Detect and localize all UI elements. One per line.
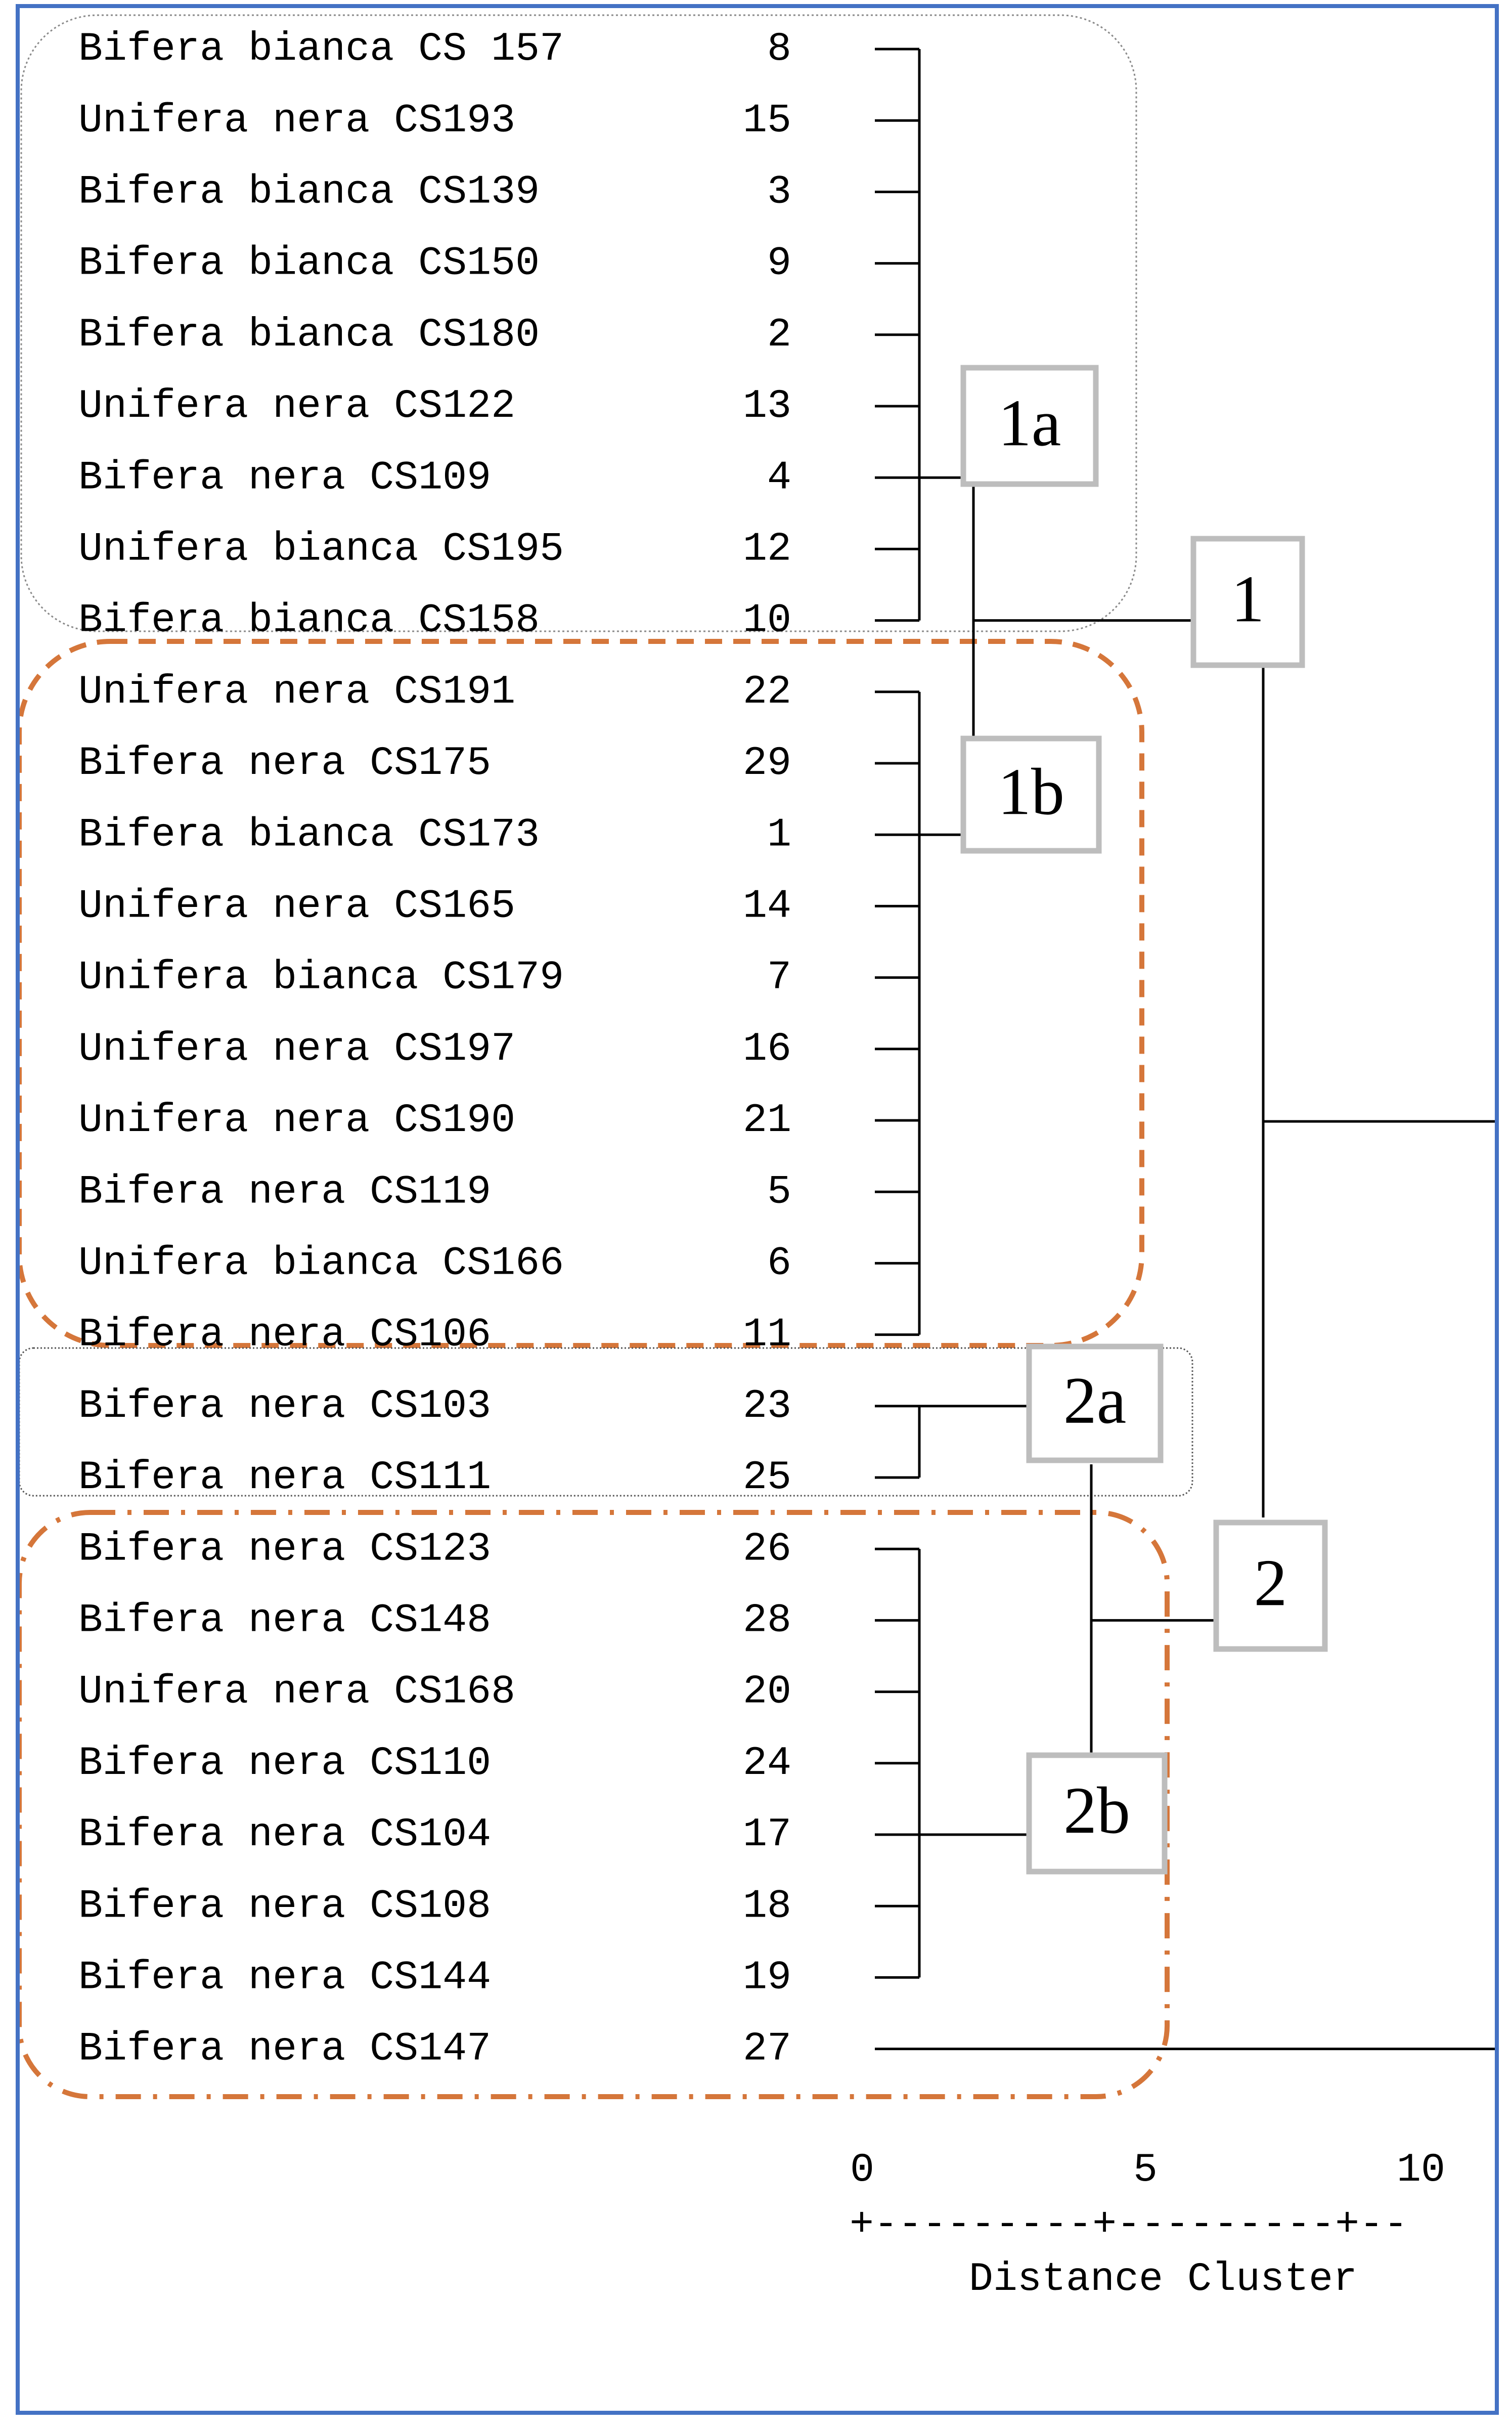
axis-scale-line: +---------+---------+--: [850, 2202, 1408, 2248]
cluster-label-c1a: 1a: [998, 385, 1061, 460]
cluster-label-box-c1b: [960, 735, 1102, 854]
leaf-label: Bifera bianca CS180: [78, 312, 540, 358]
figure-frame: [16, 4, 1499, 2415]
leaf-label: Bifera nera CS104: [78, 1812, 491, 1858]
leaf-label: Bifera bianca CS 157: [78, 26, 564, 72]
leaf-label: Unifera nera CS193: [78, 98, 515, 144]
leaf-label: Bifera nera CS123: [78, 1526, 491, 1572]
leaf-id: 1: [767, 812, 791, 858]
leaf-label: Bifera bianca CS158: [78, 598, 540, 644]
cluster-label-box-c2: [1213, 1520, 1328, 1652]
axis-tick-label: 0: [850, 2147, 874, 2193]
leaf-id: 5: [767, 1169, 791, 1215]
leaf-id: 24: [743, 1741, 791, 1787]
leaf-id: 4: [767, 455, 791, 501]
cluster-label-c2a: 2a: [1063, 1363, 1127, 1438]
cluster-labels: 1a 1b 1 2a 2b 2: [960, 365, 1328, 1875]
leaf-label: Bifera nera CS108: [78, 1883, 491, 1929]
leaf-id: 11: [743, 1312, 791, 1358]
leaf-label: Bifera bianca CS173: [78, 812, 540, 858]
leaf-id: 18: [743, 1883, 791, 1929]
leaf-id: 3: [767, 169, 791, 215]
cluster-label-c1: 1: [1231, 561, 1265, 636]
leaf-label: Bifera nera CS103: [78, 1383, 491, 1429]
cluster-label-c1b: 1b: [998, 754, 1064, 829]
leaf-id: 19: [743, 1955, 791, 2001]
leaf-id: 8: [767, 26, 791, 72]
leaf-id: 12: [743, 527, 791, 573]
axis-tick-label: 10: [1397, 2147, 1445, 2193]
cluster-label-box-c1: [1190, 536, 1305, 668]
leaf-id: 2: [767, 312, 791, 358]
leaf-id: 21: [743, 1098, 791, 1144]
axis-title: Distance Cluster: [969, 2256, 1357, 2303]
leaf-label: Bifera bianca CS139: [78, 169, 540, 215]
leaf-id: 28: [743, 1598, 791, 1644]
leaf-label: Unifera bianca CS195: [78, 527, 564, 573]
cluster-label-c2: 2: [1254, 1545, 1287, 1620]
leaf-label: Bifera nera CS148: [78, 1598, 491, 1644]
cluster-label-box-c2a: [1026, 1343, 1164, 1463]
distance-axis: 0 5 10 +---------+---------+-- Distance Clus…: [850, 2147, 1445, 2303]
leaf-id: 23: [743, 1383, 791, 1429]
leaf-id: 10: [743, 598, 791, 644]
axis-tick-label: 5: [1133, 2147, 1158, 2193]
leaf-label: Bifera bianca CS150: [78, 241, 540, 287]
leaf-id: 6: [767, 1241, 791, 1287]
leaf-id: 26: [743, 1526, 791, 1572]
leaf-label: Bifera nera CS147: [78, 2026, 491, 2072]
leaf-id: 29: [743, 741, 791, 787]
leaf-label: Bifera nera CS106: [78, 1312, 491, 1358]
leaf-label: Unifera nera CS190: [78, 1098, 515, 1144]
leaf-id: 17: [743, 1812, 791, 1858]
leaf-id: 20: [743, 1669, 791, 1715]
dendrogram-tree: [875, 48, 1497, 2051]
leaf-label: Unifera nera CS191: [78, 669, 515, 715]
leaf-id: 14: [743, 884, 791, 930]
leaf-label: Unifera nera CS122: [78, 383, 515, 429]
leaf-label: Bifera nera CS111: [78, 1455, 491, 1501]
leaf-id: 25: [743, 1455, 791, 1501]
leaf-id: 27: [743, 2026, 791, 2072]
leaf-label: Unifera bianca CS166: [78, 1241, 564, 1287]
leaf-label: Unifera bianca CS179: [78, 955, 564, 1001]
leaf-label: Bifera nera CS119: [78, 1169, 491, 1215]
cluster-label-c2b: 2b: [1063, 1773, 1130, 1847]
leaf-id: 13: [743, 383, 791, 429]
leaf-label: Bifera nera CS144: [78, 1955, 491, 2001]
cluster-label-box-c1a: [960, 365, 1099, 487]
leaf-label: Bifera nera CS110: [78, 1741, 491, 1787]
leaf-id: 16: [743, 1026, 791, 1072]
leaf-label: Bifera nera CS109: [78, 455, 491, 501]
leaf-label: Unifera nera CS165: [78, 884, 515, 930]
leaf-label: Unifera nera CS197: [78, 1026, 515, 1072]
leaf-id: 9: [767, 241, 791, 287]
leaf-id: 7: [767, 955, 791, 1001]
leaf-id: 15: [743, 98, 791, 144]
leaf-label: Bifera nera CS175: [78, 741, 491, 787]
leaf-id: 22: [743, 669, 791, 715]
leaf-label: Unifera nera CS168: [78, 1669, 515, 1715]
cluster-label-box-c2b: [1026, 1752, 1168, 1875]
